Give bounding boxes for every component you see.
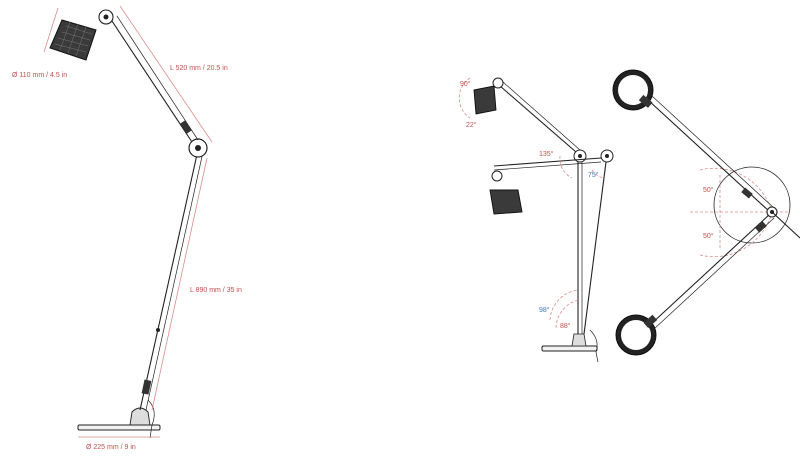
- base-foot: [129, 407, 151, 426]
- side-view-lamp: [49, 9, 208, 439]
- angle-base-blue-label: 98°: [539, 306, 550, 314]
- angle-head-down-label: 22°: [466, 121, 477, 129]
- shade-diameter-label: Ø 110 mm / 4.5 in: [12, 72, 67, 79]
- upper-arm-length-label: L 520 mm / 20.5 in: [170, 65, 228, 72]
- angle-head-up-label: 90°: [460, 80, 471, 88]
- angle-base-red-label: 88°: [560, 322, 571, 330]
- mid-head-joint-a: [492, 77, 504, 89]
- base-diameter-label: Ø 225 mm / 9 in: [86, 444, 136, 451]
- angle-elbow-red-label: 135°: [539, 150, 554, 158]
- angle-pivot-top-label: 50°: [703, 186, 714, 194]
- base-plate: [77, 424, 161, 431]
- articulation-view: [458, 77, 614, 363]
- rotation-circle: [713, 166, 791, 244]
- power-cable: [147, 399, 155, 439]
- mid-base-plate: [541, 345, 598, 352]
- dimension-guides: [43, 5, 213, 438]
- lower-arm-length-label: L 890 mm / 35 in: [190, 287, 242, 294]
- mid-shade-a: [473, 85, 497, 115]
- mid-shade-b: [489, 189, 523, 215]
- angle-elbow-blue-label: 75°: [588, 171, 599, 179]
- mid-power-cable: [589, 329, 599, 363]
- upper-arm: [109, 17, 193, 143]
- angle-pivot-bottom-label: 50°: [703, 232, 714, 240]
- mid-head-joint-b: [491, 170, 503, 182]
- lamp-shade: [49, 19, 97, 61]
- top-view-rotation: [612, 69, 800, 356]
- lower-arm: [139, 149, 199, 411]
